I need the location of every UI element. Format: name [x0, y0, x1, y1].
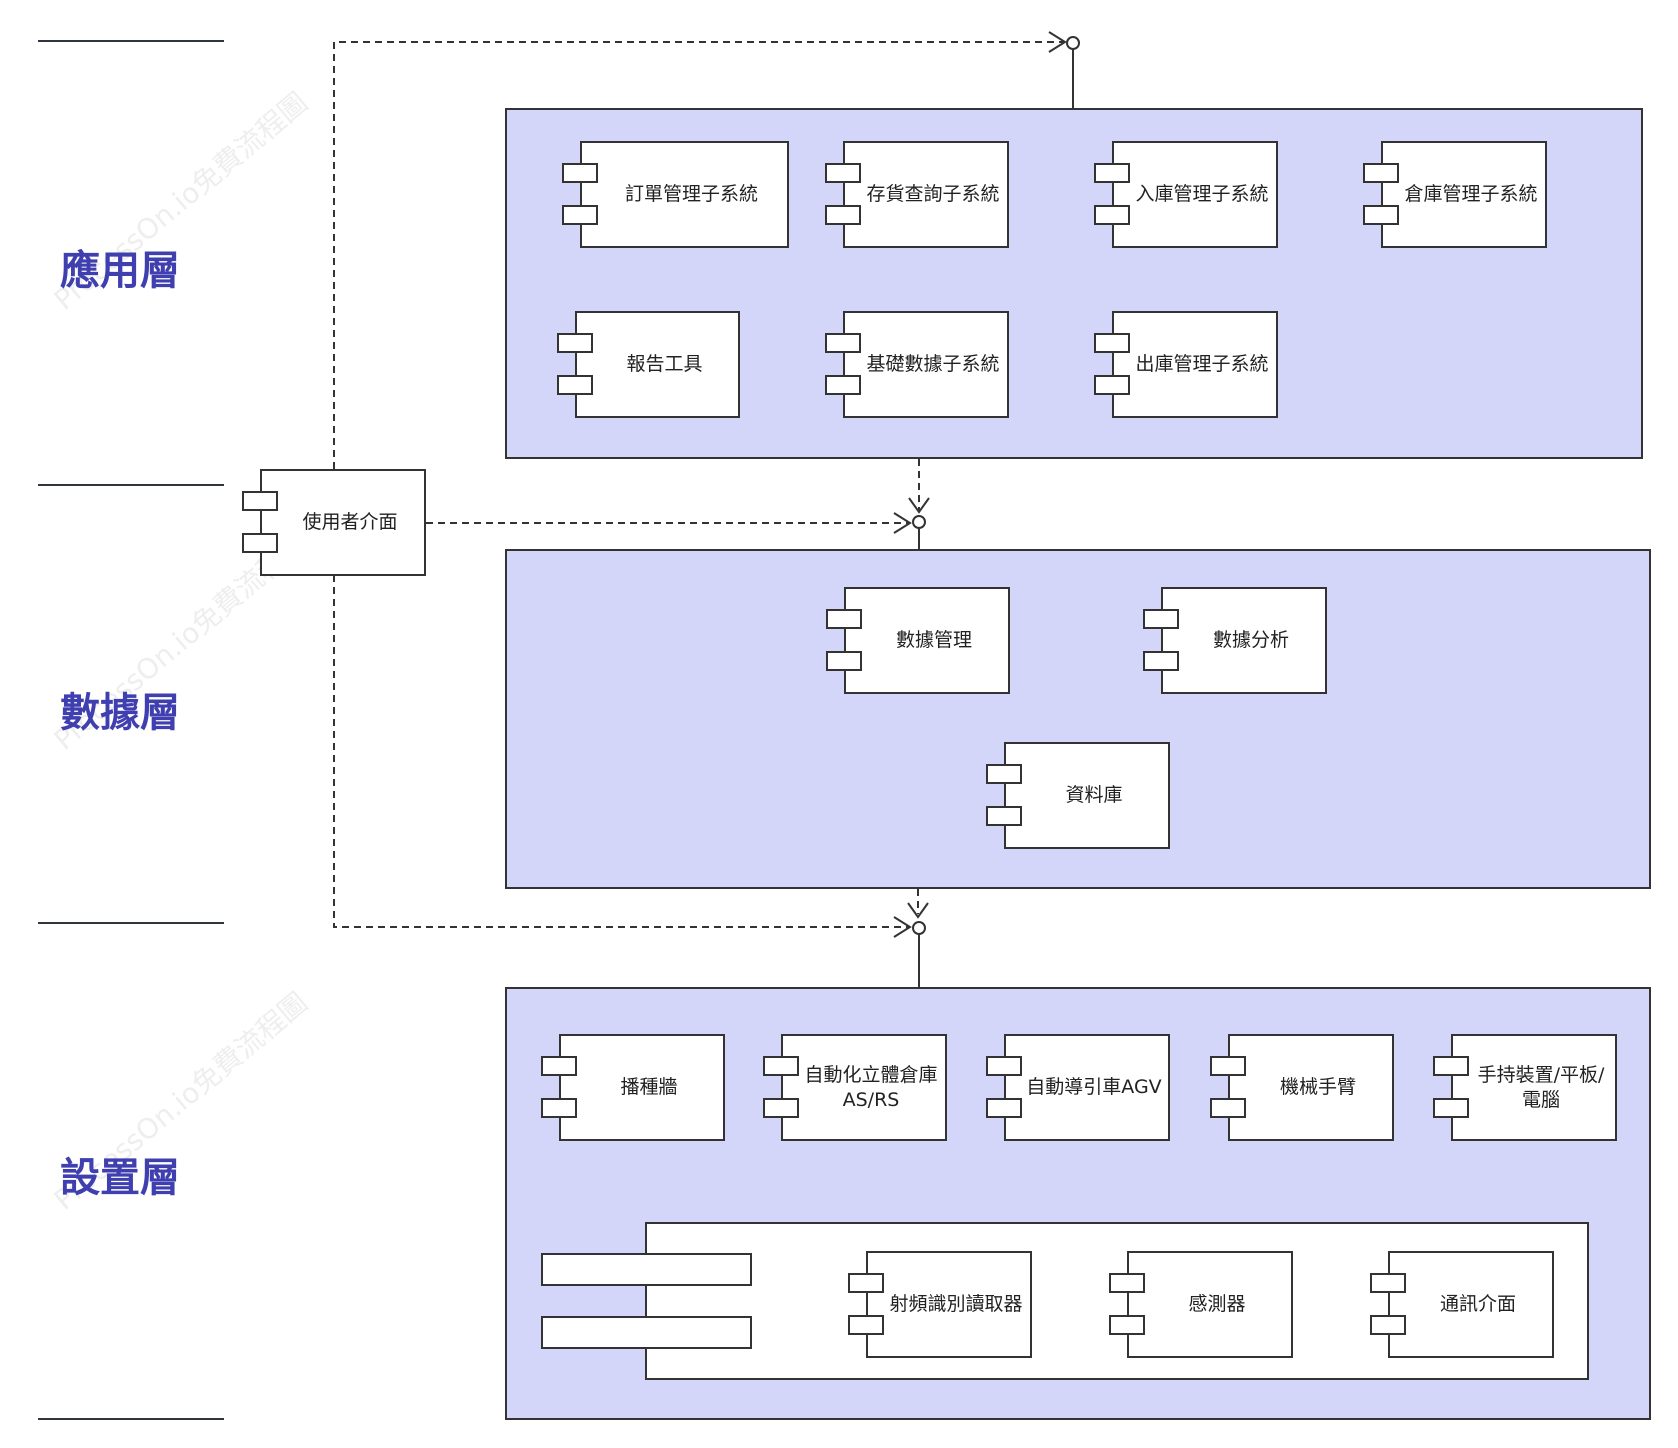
- component-label: 入庫管理子系統: [1135, 183, 1269, 205]
- component-warehouse-management[interactable]: 倉庫管理子系統: [1363, 141, 1547, 248]
- group-tab: [541, 1316, 752, 1349]
- component-label: 手持裝置/平板/ 電腦: [1477, 1063, 1605, 1111]
- component-handheld-device[interactable]: 手持裝置/平板/ 電腦: [1433, 1034, 1617, 1141]
- component-label: 感測器: [1188, 1293, 1246, 1315]
- component-label: 自動導引車AGV: [1026, 1076, 1162, 1098]
- group-tab: [541, 1253, 752, 1286]
- component-order-management[interactable]: 訂單管理子系統: [562, 141, 789, 248]
- layer-divider: [38, 484, 224, 486]
- component-asrs[interactable]: 自動化立體倉庫 AS/RS: [763, 1034, 947, 1141]
- component-sensor[interactable]: 感測器: [1109, 1251, 1293, 1358]
- component-label: 射頻識別讀取器: [889, 1293, 1023, 1315]
- component-label: 使用者介面: [302, 511, 398, 533]
- component-communication-interface[interactable]: 通訊介面: [1370, 1251, 1554, 1358]
- dependency-line-application: [333, 41, 1065, 469]
- component-put-wall[interactable]: 播種牆: [541, 1034, 725, 1141]
- component-label: 自動化立體倉庫 AS/RS: [804, 1063, 938, 1111]
- dependency-line-device: [333, 575, 910, 928]
- arrow-head: [908, 497, 930, 514]
- component-database[interactable]: 資料庫: [986, 742, 1170, 849]
- arrow-head: [893, 916, 912, 938]
- component-data-management[interactable]: 數據管理: [826, 587, 1010, 694]
- arrow-head: [907, 902, 929, 919]
- component-inbound-management[interactable]: 入庫管理子系統: [1094, 141, 1278, 248]
- component-report-tool[interactable]: 報告工具: [557, 311, 740, 418]
- component-agv[interactable]: 自動導引車AGV: [986, 1034, 1170, 1141]
- lollipop-interface: [912, 515, 926, 529]
- layer-label-application: 應用層: [60, 248, 180, 294]
- component-user-interface[interactable]: 使用者介面: [242, 469, 426, 576]
- layer-divider: [38, 1418, 224, 1420]
- component-label: 機械手臂: [1279, 1076, 1356, 1098]
- component-label: 存貨查詢子系統: [866, 183, 1000, 205]
- component-label: 數據管理: [895, 629, 972, 651]
- component-label: 數據分析: [1212, 629, 1289, 651]
- component-label: 報告工具: [626, 353, 703, 375]
- layer-label-device: 設置層: [60, 1155, 180, 1201]
- component-label: 播種牆: [620, 1076, 678, 1098]
- component-label: 訂單管理子系統: [624, 183, 758, 205]
- layer-divider: [38, 40, 224, 42]
- component-rfid-reader[interactable]: 射頻識別讀取器: [848, 1251, 1032, 1358]
- component-label: 基礎數據子系統: [866, 353, 1000, 375]
- component-robot-arm[interactable]: 機械手臂: [1210, 1034, 1394, 1141]
- component-master-data[interactable]: 基礎數據子系統: [825, 311, 1009, 418]
- component-label: 出庫管理子系統: [1135, 353, 1269, 375]
- component-inventory-query[interactable]: 存貨查詢子系統: [825, 141, 1009, 248]
- lollipop-interface: [1066, 36, 1080, 50]
- arrow-head: [1048, 31, 1067, 53]
- lollipop-interface: [912, 921, 926, 935]
- arrow-head: [893, 512, 912, 534]
- component-label: 資料庫: [1065, 784, 1123, 806]
- component-data-analysis[interactable]: 數據分析: [1143, 587, 1327, 694]
- layer-label-data: 數據層: [60, 690, 180, 736]
- component-outbound-management[interactable]: 出庫管理子系統: [1094, 311, 1278, 418]
- component-label: 通訊介面: [1439, 1293, 1516, 1315]
- layer-divider: [38, 922, 224, 924]
- component-label: 倉庫管理子系統: [1404, 183, 1538, 205]
